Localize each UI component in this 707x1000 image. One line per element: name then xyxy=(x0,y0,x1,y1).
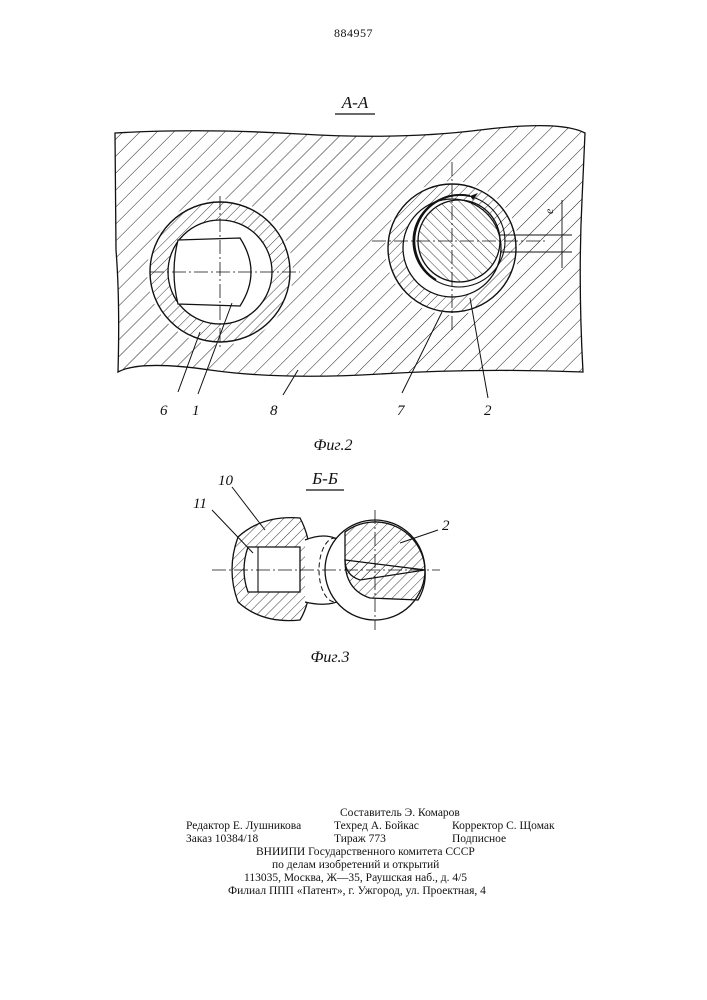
org-line-2: по делам изобретений и открытий xyxy=(272,859,439,872)
part-10 xyxy=(232,518,310,621)
label-10: 10 xyxy=(218,473,234,489)
section-b-b-title: Б-Б xyxy=(311,469,338,488)
org-line-1: ВНИИПИ Государственного комитета СССР xyxy=(256,846,475,859)
branch: Филиал ППП «Патент», г. Ужгород, ул. Про… xyxy=(228,885,486,898)
figure-3-caption: Фиг.3 xyxy=(311,649,350,666)
label-2-fig3: 2 xyxy=(442,518,450,534)
circulation: Тираж 773 xyxy=(334,833,386,846)
section-a-a-title: А-А xyxy=(341,93,369,112)
editor: Редактор Е. Лушникова xyxy=(186,820,301,833)
order: Заказ 10384/18 xyxy=(186,833,258,846)
figure-3: Б-Б 10 11 2 Фиг.3 xyxy=(193,469,450,666)
corrector: Корректор С. Щомак xyxy=(452,820,555,833)
figure-2: А-А xyxy=(100,93,600,454)
label-8: 8 xyxy=(270,403,278,419)
subscription: Подписное xyxy=(452,833,506,846)
label-11: 11 xyxy=(193,496,207,512)
figure-2-caption: Фиг.2 xyxy=(314,437,353,454)
label-e: е xyxy=(542,208,556,214)
pin-11 xyxy=(244,547,300,592)
label-1: 1 xyxy=(192,403,200,419)
techred: Техред А. Бойкас xyxy=(334,820,419,833)
label-6: 6 xyxy=(160,403,168,419)
label-2: 2 xyxy=(484,403,492,419)
address: 113035, Москва, Ж—35, Раушская наб., д. … xyxy=(244,872,467,885)
label-7: 7 xyxy=(397,403,406,419)
compiler: Составитель Э. Комаров xyxy=(340,807,460,820)
